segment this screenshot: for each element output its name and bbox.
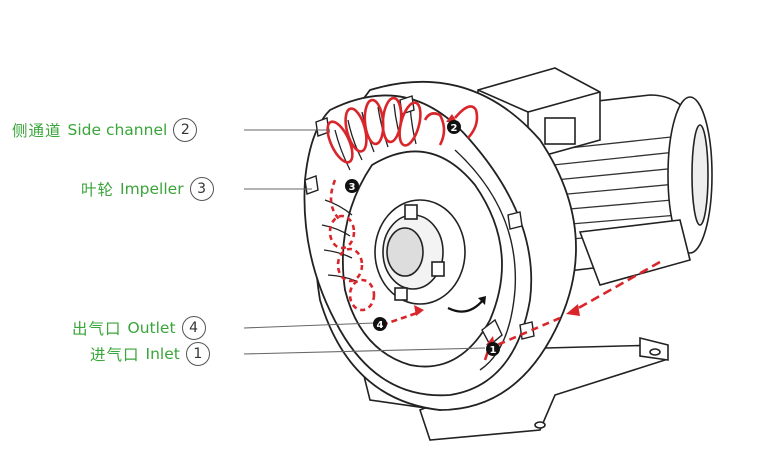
label-en: Side channel bbox=[67, 121, 168, 139]
airflow-path bbox=[326, 96, 661, 361]
marker-1: 1 bbox=[486, 342, 500, 356]
rotation-arrow bbox=[447, 299, 484, 313]
label-zh: 侧通道 bbox=[12, 122, 62, 140]
label-zh: 进气口 bbox=[90, 346, 140, 364]
label-outlet: 出气口 Outlet 4 bbox=[72, 315, 206, 341]
label-zh: 叶轮 bbox=[81, 181, 115, 199]
impeller-hub bbox=[374, 199, 466, 305]
label-en: Impeller bbox=[120, 180, 184, 198]
marker-4: 4 bbox=[373, 317, 387, 331]
label-side-channel: 侧通道 Side channel 2 bbox=[12, 117, 198, 143]
svg-text:1: 1 bbox=[490, 345, 497, 356]
rotation-arrowhead bbox=[478, 296, 486, 305]
marker-3: 3 bbox=[345, 179, 359, 193]
label-en: Outlet bbox=[127, 319, 176, 337]
label-inlet: 进气口 Inlet 1 bbox=[90, 341, 210, 367]
svg-text:2: 2 bbox=[451, 123, 458, 134]
callout-number: 3 bbox=[189, 177, 214, 201]
label-impeller: 叶轮 Impeller 3 bbox=[81, 176, 214, 202]
callout-number: 2 bbox=[173, 118, 198, 142]
svg-text:3: 3 bbox=[349, 182, 356, 193]
arrowheads bbox=[414, 114, 580, 347]
callout-number: 1 bbox=[185, 342, 210, 366]
svg-text:4: 4 bbox=[377, 320, 384, 331]
label-en: Inlet bbox=[145, 345, 180, 363]
leader-lines bbox=[243, 129, 486, 355]
callout-number: 4 bbox=[181, 316, 206, 340]
label-zh: 出气口 bbox=[72, 320, 122, 338]
marker-2: 2 bbox=[447, 120, 461, 134]
